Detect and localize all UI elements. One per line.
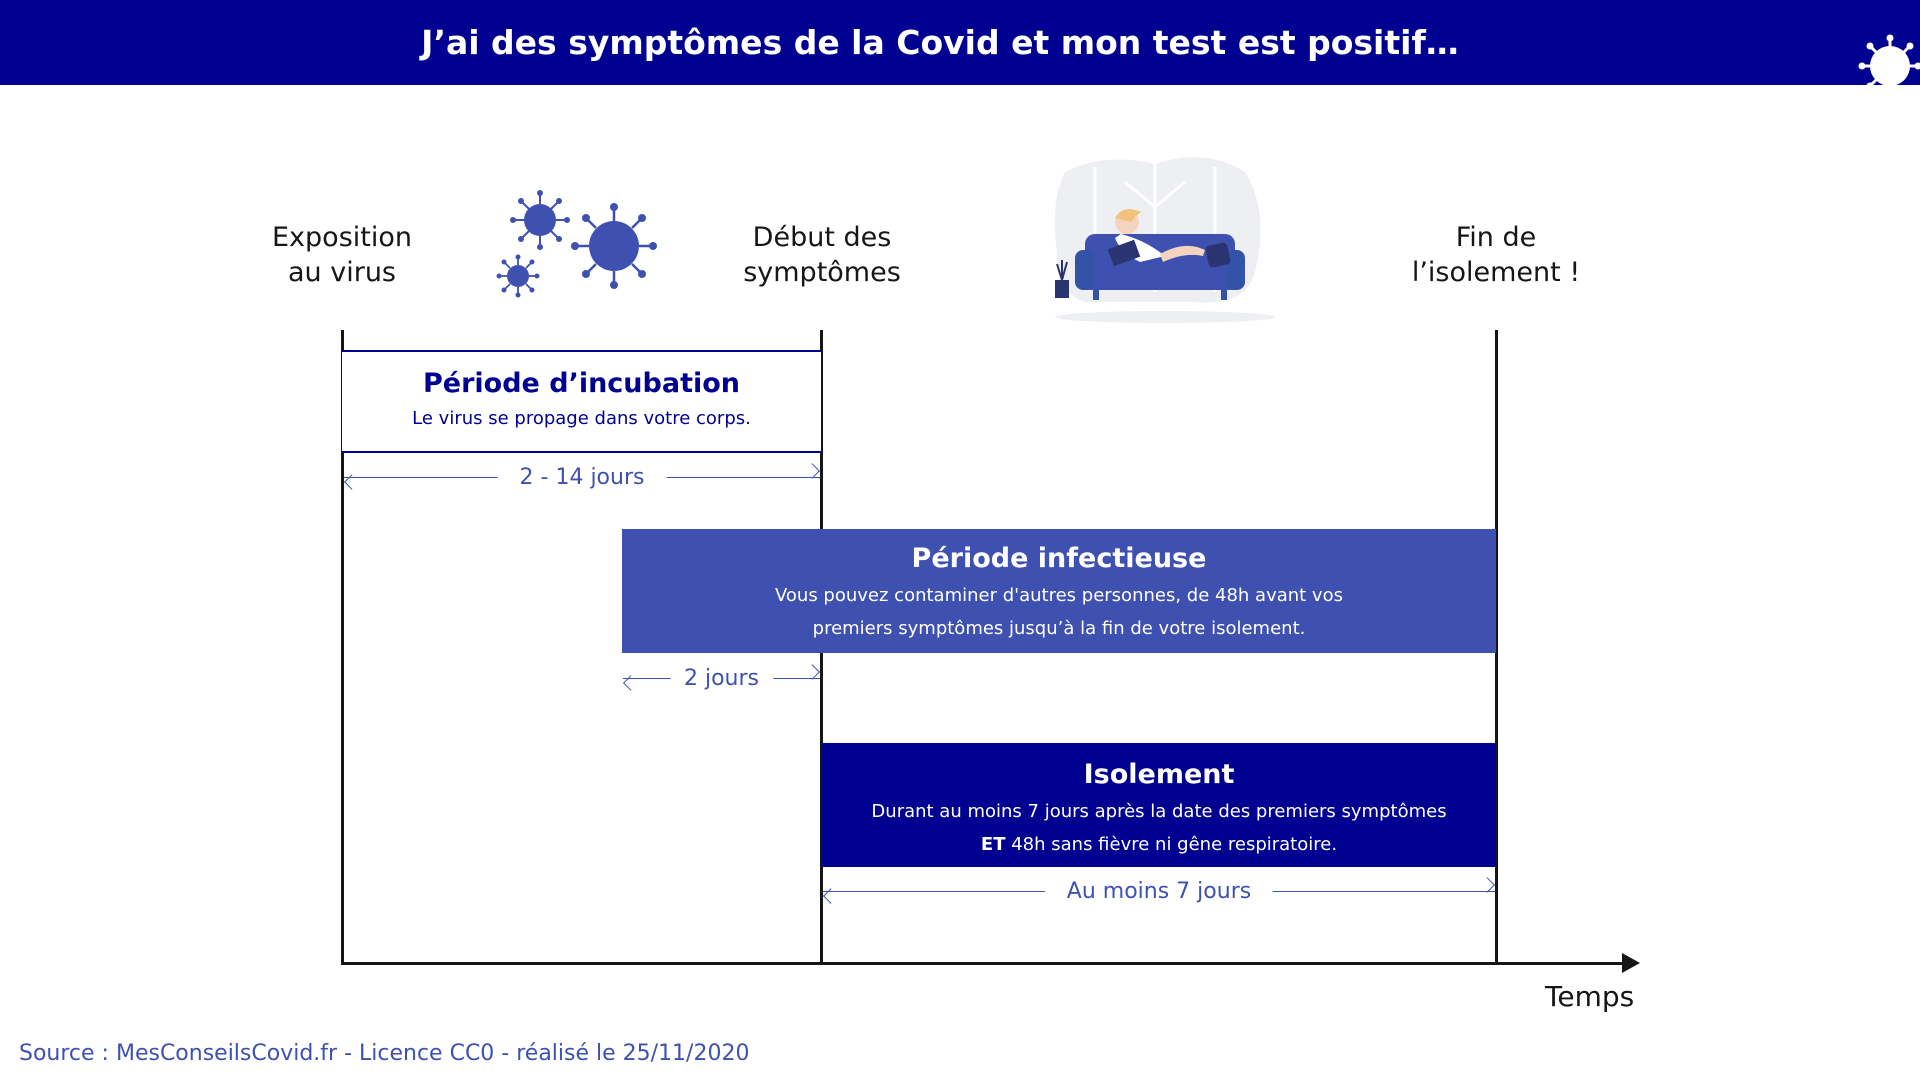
- exposure-line: [341, 330, 344, 964]
- infectious-duration: 2 jours: [623, 659, 820, 699]
- milestone-exposure-line2: au virus: [288, 257, 396, 288]
- time-axis: [341, 962, 1631, 965]
- milestone-end: Fin de l’isolement !: [1386, 220, 1606, 290]
- infectious-title: Période infectieuse: [911, 543, 1207, 574]
- isolation-text-line2: ET 48h sans fièvre ni gêne respiratoire.: [822, 833, 1496, 856]
- infectious-text-line1: Vous pouvez contaminer d'autres personne…: [775, 585, 1343, 606]
- infectious-duration-label: 2 jours: [669, 659, 774, 699]
- milestone-symptoms: Début des symptômes: [712, 220, 932, 290]
- milestone-exposure-line1: Exposition: [272, 222, 412, 253]
- time-axis-label: Temps: [1545, 980, 1635, 1013]
- incubation-box: Période d’incubation Le virus se propage…: [342, 350, 821, 453]
- isolation-text-rest: 48h sans fièvre ni gêne respiratoire.: [1005, 834, 1338, 855]
- milestone-symptoms-line1: Début des: [752, 222, 892, 253]
- sofa-person-illustration: [1054, 157, 1275, 323]
- incubation-text: Le virus se propage dans votre corps.: [412, 408, 751, 429]
- end-line: [1495, 330, 1498, 964]
- incubation-duration-label: 2 - 14 jours: [497, 458, 667, 498]
- isolation-duration-label: Au moins 7 jours: [1044, 872, 1274, 912]
- incubation-title: Période d’incubation: [422, 368, 741, 399]
- header-bar: J’ai des symptômes de la Covid et mon te…: [0, 0, 1920, 90]
- isolation-text-et: ET: [980, 834, 1006, 855]
- source-credit: Source : MesConseilsCovid.fr - Licence C…: [19, 1041, 750, 1066]
- isolation-duration: Au moins 7 jours: [823, 872, 1495, 912]
- milestone-exposure: Exposition au virus: [232, 220, 452, 290]
- milestone-symptoms-line2: symptômes: [743, 257, 901, 288]
- isolation-box: Isolement Durant au moins 7 jours après …: [822, 743, 1496, 867]
- isolation-text-line1: Durant au moins 7 jours après la date de…: [871, 801, 1447, 822]
- corner-virus-icon: [1858, 34, 1920, 90]
- isolation-title: Isolement: [1083, 759, 1235, 790]
- incubation-duration: 2 - 14 jours: [344, 458, 820, 498]
- virus-icon: [496, 190, 657, 298]
- page-title: J’ai des symptômes de la Covid et mon te…: [421, 23, 1459, 62]
- infectious-box: Période infectieuse Vous pouvez contamin…: [622, 529, 1496, 653]
- milestone-end-line1: Fin de: [1455, 222, 1537, 253]
- infectious-text-line2: premiers symptômes jusqu’à la fin de vot…: [812, 618, 1306, 639]
- milestone-end-line2: l’isolement !: [1411, 257, 1581, 288]
- time-axis-arrow: [1622, 953, 1640, 973]
